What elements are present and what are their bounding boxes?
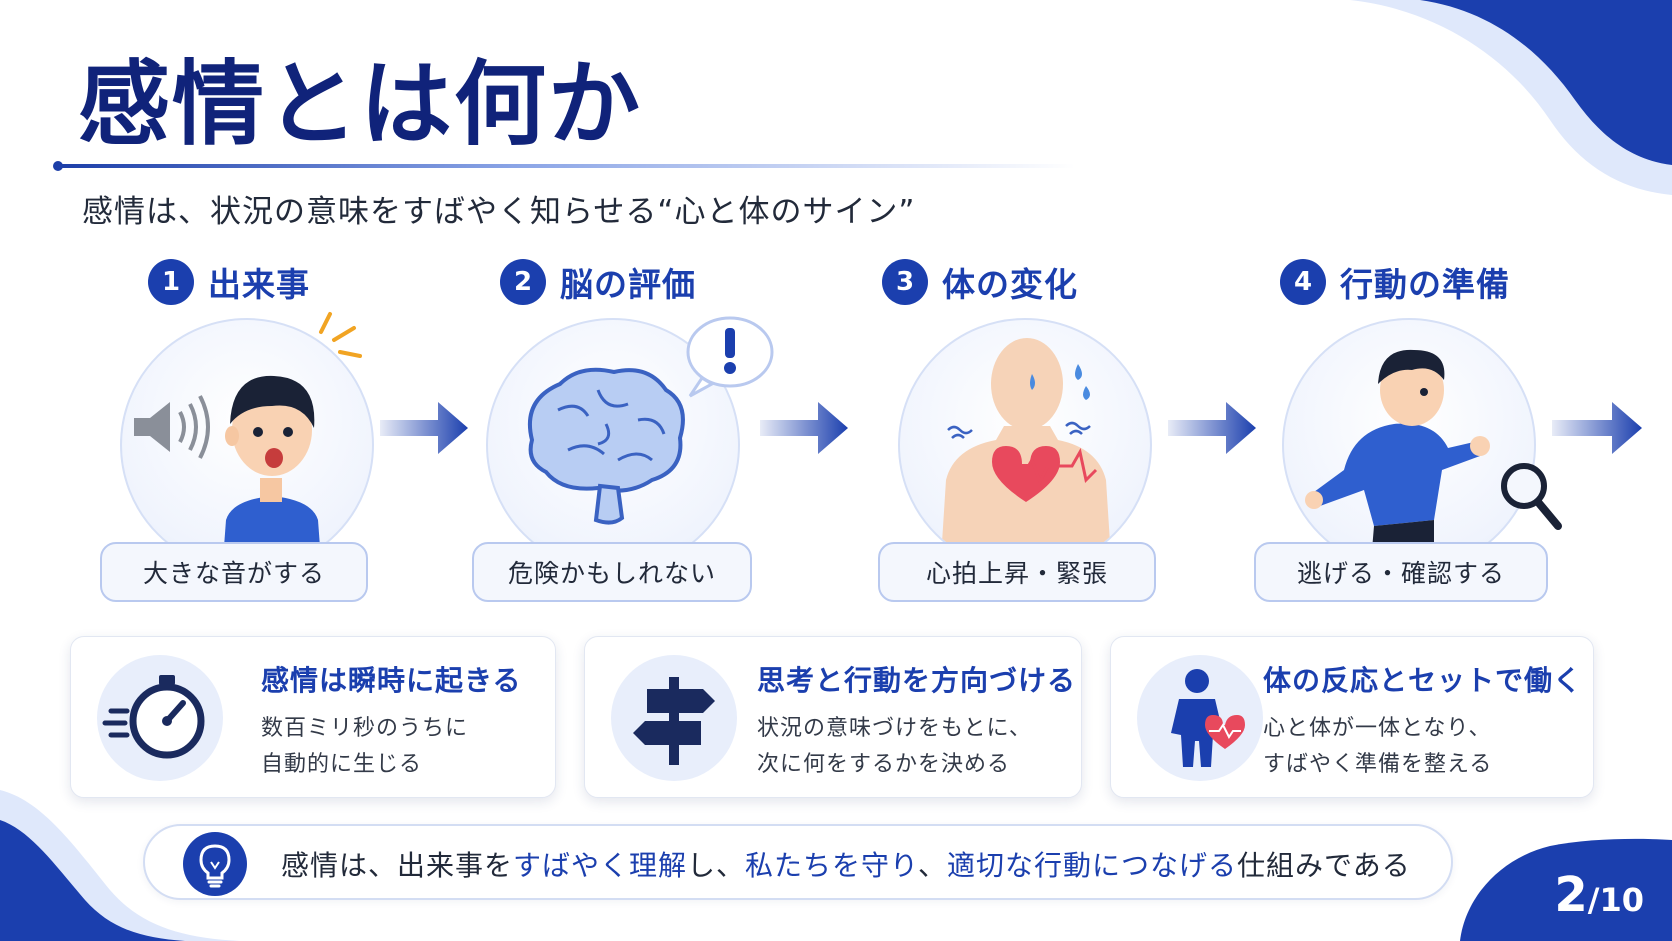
step-caption: 大きな音がする (100, 542, 368, 602)
step-number-badge: 3 (882, 259, 928, 305)
step-title: 体の変化 (942, 265, 1078, 304)
person-heart-icon (1137, 655, 1263, 781)
flow-arrow-icon (380, 402, 468, 454)
card-text-line: 心と体が一体となり、 (1263, 716, 1492, 741)
summary-part: し、 (687, 849, 746, 882)
subtitle: 感情は、状況の意味をすばやく知らせる“心と体のサイン” (82, 194, 916, 230)
step-number-badge: 2 (500, 259, 546, 305)
summary-highlight: 私たちを守り (745, 849, 918, 882)
card-text-line: すばやく準備を整える (1263, 752, 1493, 777)
step-title: 脳の評価 (560, 265, 696, 304)
summary-text: 感情は、出来事をすばやく理解し、私たちを守り、適切な行動につなげる仕組みである (281, 844, 1411, 884)
step-title: 行動の準備 (1340, 265, 1510, 304)
step-4: 4 行動の準備 逃げる・確認する (1254, 258, 1576, 618)
card-text: 数百ミリ秒のうちに 自動的に生じる (261, 711, 468, 783)
step-caption: 心拍上昇・緊張 (878, 542, 1156, 602)
summary-highlight: すばやく理解 (513, 849, 688, 882)
step-2: 2 脳の評価 危険かもしれない (472, 258, 816, 618)
card-title: 思考と行動を方向づける (757, 664, 1077, 697)
card-text-line: 状況の意味づけをもとに、 (757, 716, 1032, 741)
running-person-icon (1282, 318, 1536, 572)
loud-sound-person-icon (120, 318, 374, 572)
summary-part: 、 (917, 849, 947, 882)
title-rule (55, 164, 1075, 168)
signpost-icon (611, 655, 737, 781)
info-card-instant: 感情は瞬時に起きる 数百ミリ秒のうちに 自動的に生じる (70, 636, 556, 798)
page-total: /10 (1587, 881, 1644, 919)
flow-arrow-icon (1168, 402, 1256, 454)
card-text-line: 数百ミリ秒のうちに (261, 716, 469, 741)
step-header: 4 行動の準備 (1280, 258, 1510, 306)
flow-arrow-icon (760, 402, 848, 454)
summary-highlight: 適切な行動につなげる (946, 849, 1237, 882)
info-card-direction: 思考と行動を方向づける 状況の意味づけをもとに、 次に何をするかを決める (584, 636, 1082, 798)
flow-arrow-icon (1552, 402, 1642, 454)
summary-bar: 感情は、出来事をすばやく理解し、私たちを守り、適切な行動につなげる仕組みである (143, 824, 1453, 900)
card-text: 心と体が一体となり、 すばやく準備を整える (1263, 711, 1492, 783)
brain-alert-icon (486, 318, 740, 572)
card-text-line: 自動的に生じる (261, 752, 423, 777)
step-1: 1 出来事 大きな音がする (100, 258, 440, 618)
summary-part: 感情は、出来事を (281, 849, 514, 882)
step-number-badge: 1 (148, 259, 194, 305)
step-3: 3 体の変化 心拍上昇・緊張 (878, 258, 1198, 618)
lightbulb-icon (183, 832, 247, 896)
step-header: 3 体の変化 (882, 258, 1078, 306)
step-caption: 危険かもしれない (472, 542, 752, 602)
card-title: 体の反応とセットで働く (1263, 664, 1583, 697)
top-right-wave (1350, 0, 1672, 195)
body-heartbeat-icon (898, 318, 1152, 572)
page-title: 感情とは何か (78, 51, 643, 158)
page-number: 2/10 (1554, 867, 1644, 923)
info-card-body: 体の反応とセットで働く 心と体が一体となり、 すばやく準備を整える (1110, 636, 1594, 798)
card-text: 状況の意味づけをもとに、 次に何をするかを決める (757, 711, 1032, 783)
step-number-badge: 4 (1280, 259, 1326, 305)
step-header: 2 脳の評価 (500, 258, 696, 306)
card-text-line: 次に何をするかを決める (757, 752, 1011, 777)
stopwatch-icon (97, 655, 223, 781)
page-current: 2 (1554, 867, 1588, 923)
step-header: 1 出来事 (148, 258, 310, 306)
summary-part: 仕組みである (1236, 849, 1411, 882)
card-title: 感情は瞬時に起きる (261, 664, 522, 697)
step-title: 出来事 (208, 265, 310, 304)
step-caption: 逃げる・確認する (1254, 542, 1548, 602)
